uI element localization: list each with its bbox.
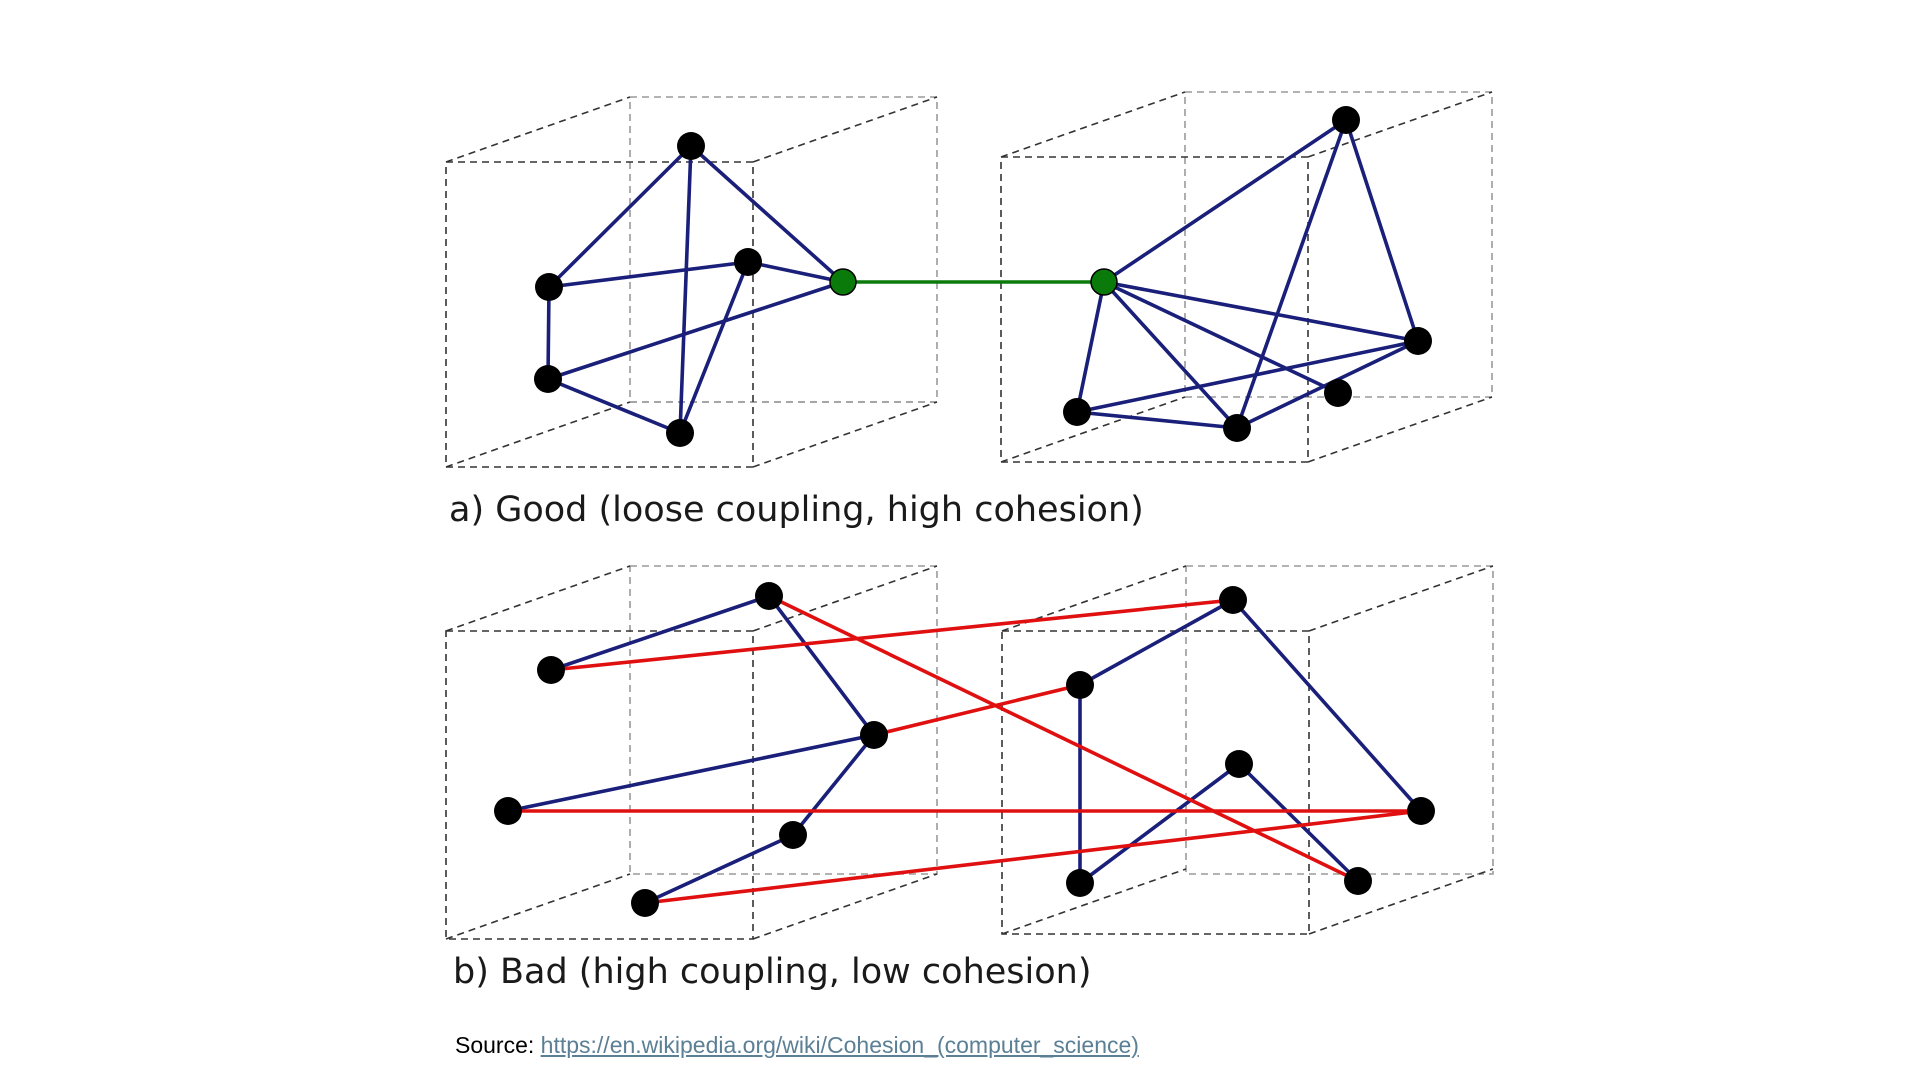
panel-a-cohesion-edge [678,260,750,435]
panel-a-component-node [534,365,562,393]
panel-a-component-node [1063,398,1091,426]
panel-b-component-node [755,582,783,610]
panel-b-nodes [494,582,1435,917]
panel-b-component-node [860,721,888,749]
panel-a-cohesion-edge [1075,339,1420,414]
panel-a-component-node [535,273,563,301]
panel-a-cohesion-edge [678,144,693,435]
panel-a-cohesion-edge [1344,118,1420,343]
panel-a-interface-node [1090,268,1118,296]
panel-a-edges [546,118,1420,435]
panel-a-cohesion-edge [1075,410,1239,430]
panel-a-component-node [1332,106,1360,134]
source-label: Source: [455,1032,541,1058]
panel-b-component-node [537,656,565,684]
panel-b-component-node [1407,797,1435,825]
panel-b-cohesion-edge [1078,598,1235,687]
panel-a-component-node [1404,327,1432,355]
panel-b-cohesion-edge [549,594,771,672]
panel-b-coupling-edge [549,598,1235,672]
panel-a-component-node [1223,414,1251,442]
panel-a-cohesion-edge [689,144,845,284]
panel-a-cohesion-edge [547,144,693,289]
panel-b-component-node [779,821,807,849]
panel-a-component-node [734,248,762,276]
panel-b-cohesion-edge [791,733,876,837]
panel-b-cohesion-edge [643,833,795,905]
panel-b-component-node [494,797,522,825]
panel-b-coupling-edge [767,594,1360,883]
panel-a-cohesion-edge [1102,280,1239,430]
caption-good: a) Good (loose coupling, high cohesion) [449,490,1144,530]
panel-b-component-node [1066,671,1094,699]
panel-b-coupling-edge [643,809,1423,905]
panel-b-component-node [1219,586,1247,614]
source-link[interactable]: https://en.wikipedia.org/wiki/Cohesion_(… [540,1032,1139,1058]
panel-a-cohesion-edge [746,260,845,284]
panel-b-cohesion-edge [1237,762,1360,883]
panel-a-component-node [677,132,705,160]
panel-a-nodes [534,106,1432,447]
panel-b-component-node [631,889,659,917]
panel-a-right-module-box [1000,91,1493,463]
panel-b-component-node [1225,750,1253,778]
panel-a-component-node [1324,379,1352,407]
panel-b-cohesion-edge [506,733,876,813]
panel-a-cohesion-edge [546,377,682,435]
panel-b-coupling-edge [872,683,1082,737]
panel-a-cohesion-edge [546,280,845,381]
panel-b-cohesion-edge [1231,598,1423,813]
panel-b-cohesion-edge [1078,762,1241,885]
panel-a-cohesion-edge [1075,280,1106,414]
panel-a-cohesion-edge [546,285,551,381]
panel-a-cohesion-edge [1102,280,1340,395]
source-line: Source: https://en.wikipedia.org/wiki/Co… [455,1032,1139,1059]
panel-a-cohesion-edge [547,260,750,289]
panel-b-component-node [1344,867,1372,895]
panel-a-cohesion-edge [1102,118,1348,284]
panel-b-edges [506,594,1423,905]
panel-b-component-node [1066,869,1094,897]
panel-b-cohesion-edge [767,594,876,737]
panel-a-cohesion-edge [1102,280,1420,343]
caption-bad: b) Bad (high coupling, low cohesion) [453,952,1092,992]
panel-a-component-node [666,419,694,447]
panel-a-interface-node [829,268,857,296]
